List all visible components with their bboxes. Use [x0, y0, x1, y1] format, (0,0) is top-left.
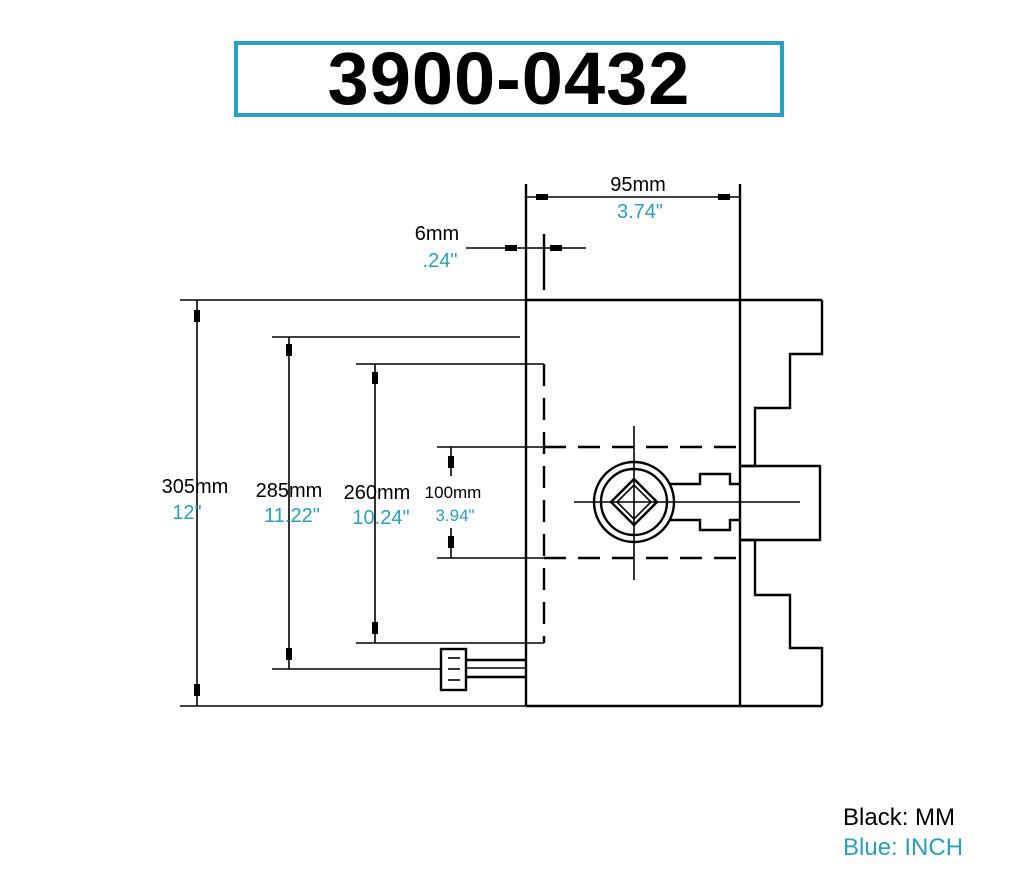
- dimension-285mm-inch: 11.22": [264, 505, 320, 527]
- part-number-frame: 3900-0432: [234, 41, 784, 117]
- dimension-6mm-inch: .24": [423, 250, 458, 272]
- dimension-305mm-mm: 305mm: [162, 476, 229, 498]
- dimension-95mm: 95mm 3.74": [526, 174, 740, 223]
- dimension-285mm: 285mm 11.22": [256, 337, 323, 669]
- part-number-title: 3900-0432: [327, 37, 691, 120]
- adjust-screw-block: [439, 647, 526, 692]
- inner-hidden-lines: [526, 234, 740, 644]
- dimension-285mm-mm: 285mm: [256, 480, 323, 502]
- legend-inch: Blue: INCH: [843, 834, 964, 861]
- dimension-260mm: 260mm 10.24": [344, 364, 411, 643]
- unit-legend: Black: MM Blue: INCH: [843, 803, 963, 863]
- dimension-305mm: 305mm 12": [162, 300, 229, 706]
- dimension-95mm-inch: 3.74": [617, 201, 663, 223]
- dimension-305mm-inch: 12": [172, 502, 201, 524]
- key-socket: [574, 426, 800, 580]
- chuck-body-outline: [524, 184, 824, 708]
- dimension-260mm-inch: 10.24": [352, 507, 409, 529]
- dimension-100mm: 100mm 3.94": [425, 447, 482, 558]
- dimension-6mm-mm: 6mm: [415, 223, 459, 245]
- dimension-100mm-mm: 100mm: [425, 483, 482, 502]
- dimension-95mm-mm: 95mm: [610, 174, 666, 196]
- dimension-260mm-mm: 260mm: [344, 482, 411, 504]
- legend-mm: Black: MM: [843, 804, 956, 831]
- dimension-100mm-inch: 3.94": [435, 506, 474, 525]
- extension-lines: [180, 299, 544, 707]
- dimension-6mm: 6mm .24": [415, 223, 586, 272]
